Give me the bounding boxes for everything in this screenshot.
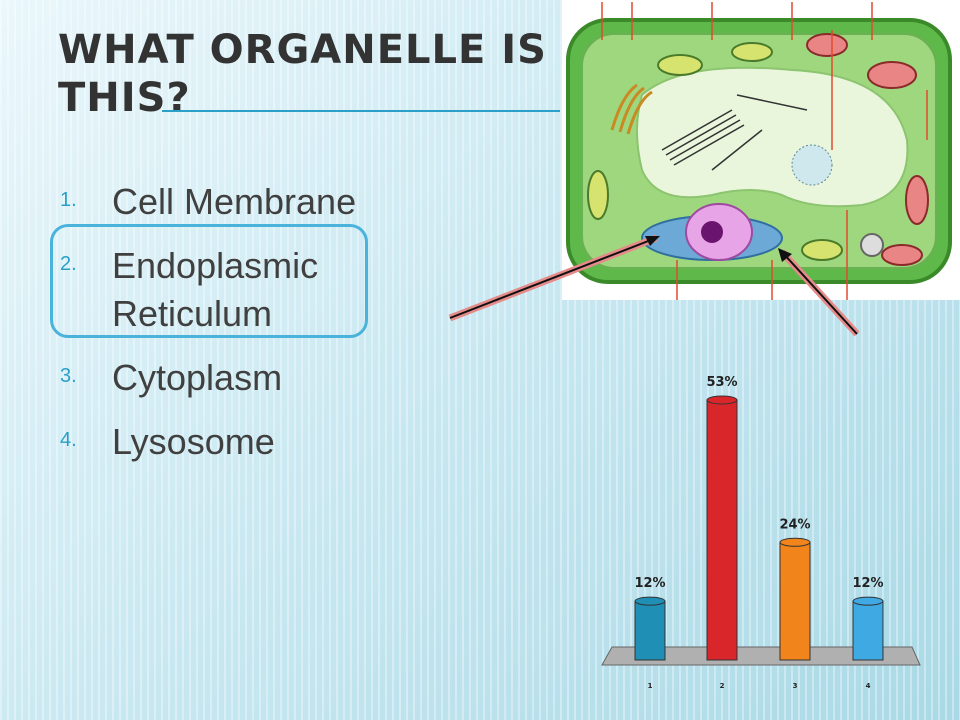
bar-chart-svg: 12% 53% 24% 12% 1 2 3 4 <box>601 375 921 690</box>
bar-cap-1 <box>634 596 666 606</box>
plant-cell-svg <box>566 2 952 300</box>
bar-3 <box>779 541 811 661</box>
value-label-3: 24% <box>779 517 810 532</box>
choice-number: 2. <box>60 253 77 275</box>
choice-3[interactable]: 3. Cytoplasm <box>60 354 420 402</box>
chart-floor <box>601 646 921 666</box>
choice-2[interactable]: 2. Endoplasmic Reticulum <box>60 242 420 338</box>
druse-crystal <box>791 144 833 186</box>
value-label-1: 12% <box>634 576 665 591</box>
choice-number: 1. <box>60 189 77 211</box>
golgi <box>610 83 653 135</box>
value-label-4: 12% <box>852 576 883 591</box>
response-chart: 12% 53% 24% 12% 1 2 3 4 <box>590 355 930 710</box>
bar-1 <box>634 600 666 661</box>
slide-title: What Organelle is this? <box>58 27 547 121</box>
answer-list: 1. Cell Membrane 2. Endoplasmic Reticulu… <box>60 178 420 482</box>
bar-group: 12% 53% 24% 12% <box>634 375 884 661</box>
choice-label: Cell Membrane <box>112 181 357 222</box>
correct-answer-highlight <box>50 224 368 338</box>
bar-cap-4 <box>852 596 884 606</box>
crystals <box>661 94 808 171</box>
category-label-1: 1 <box>648 682 653 690</box>
category-label-3: 3 <box>793 682 798 690</box>
nucleolus <box>701 221 723 243</box>
choice-1[interactable]: 1. Cell Membrane <box>60 178 420 226</box>
bar-cap-3 <box>779 537 811 547</box>
bar-4 <box>852 600 884 661</box>
title-underline <box>162 110 560 112</box>
bar-cap-2 <box>706 395 738 405</box>
choice-label: Endoplasmic Reticulum <box>112 245 319 334</box>
category-label-2: 2 <box>720 682 725 690</box>
choice-label: Lysosome <box>112 421 275 462</box>
mitochondria <box>806 33 929 266</box>
choice-4[interactable]: 4. Lysosome <box>60 418 420 466</box>
choice-label: Cytoplasm <box>112 357 283 398</box>
value-label-2: 53% <box>706 375 737 390</box>
choice-number: 3. <box>60 365 77 387</box>
bar-2 <box>706 399 738 661</box>
vacuole <box>636 66 909 208</box>
plant-cell-diagram <box>562 0 960 300</box>
choice-number: 4. <box>60 429 77 451</box>
category-labels: 1 2 3 4 <box>648 682 871 690</box>
category-label-4: 4 <box>866 682 871 690</box>
